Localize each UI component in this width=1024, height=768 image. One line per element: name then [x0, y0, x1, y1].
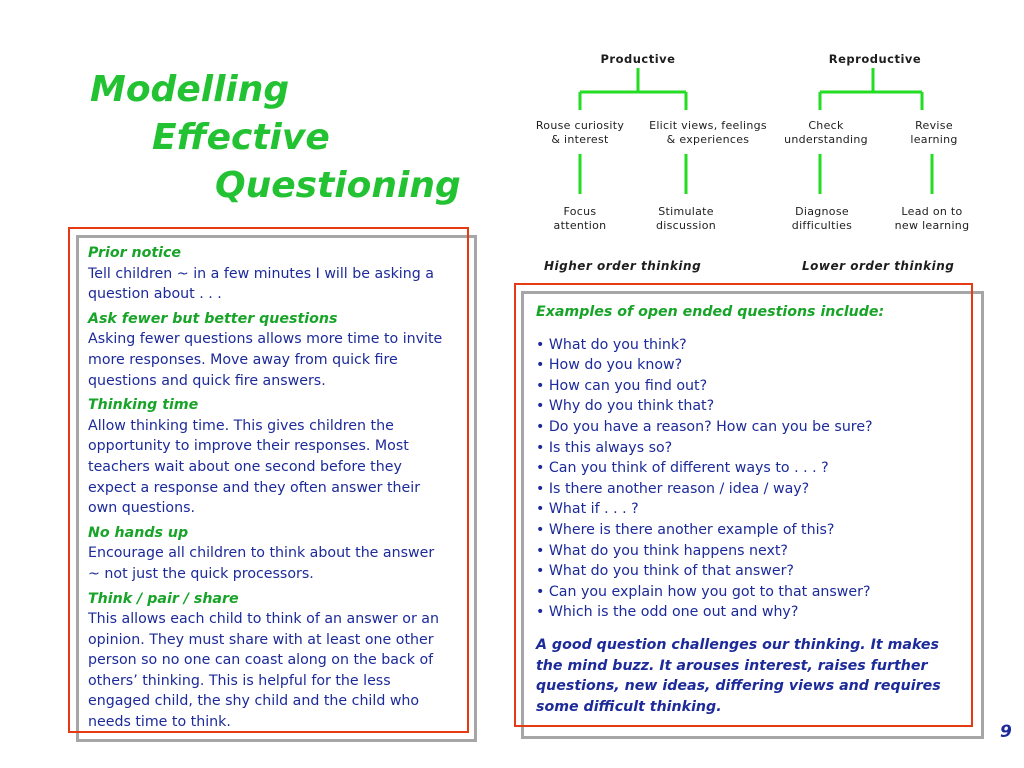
list-item: • How do you know? — [536, 357, 683, 374]
strategy-section: Think / pair / share This allows each ch… — [88, 589, 450, 733]
section-heading: Ask fewer but better questions — [88, 310, 338, 327]
list-item: • What if . . . ? — [536, 501, 639, 518]
strategy-section: Ask fewer but better questions Asking fe… — [88, 309, 450, 391]
strategy-section: Thinking time Allow thinking time. This … — [88, 395, 450, 519]
title-line-1: Modelling — [90, 69, 290, 110]
question-list: • What do you think? • How do you know? … — [536, 335, 956, 623]
title-line-3: Questioning — [215, 165, 461, 206]
title-line-2: Effective — [152, 117, 330, 158]
list-item: • Which is the odd one out and why? — [536, 604, 799, 621]
questioning-strategies-panel: Prior notice Tell children ~ in a few mi… — [88, 243, 450, 733]
list-item: • What do you think of that answer? — [536, 563, 794, 580]
section-body: This allows each child to think of an an… — [88, 611, 439, 731]
list-item: • Can you think of different ways to . .… — [536, 460, 829, 477]
lower-order-thinking-label: Lower order thinking — [802, 259, 955, 273]
list-item: • Where is there another example of this… — [536, 521, 835, 538]
branch-revise-learning: Revise learning — [910, 119, 958, 146]
reproductive-label: Reproductive — [828, 52, 922, 66]
section-body: Allow thinking time. This gives children… — [88, 417, 421, 517]
section-body: Encourage all children to think about th… — [88, 545, 435, 582]
left-panel-frame — [68, 227, 469, 733]
open-questions-panel: Examples of open ended questions include… — [536, 302, 956, 717]
list-item: • Is there another reason / idea / way? — [536, 480, 810, 497]
strategy-section: Prior notice Tell children ~ in a few mi… — [88, 243, 450, 305]
section-heading: Prior notice — [88, 245, 182, 261]
list-item: • Is this always so? — [536, 439, 673, 456]
higher-order-thinking-label: Higher order thinking — [544, 259, 702, 273]
outcome-diagnose-difficulties: Diagnose difficulties — [791, 205, 853, 232]
outcome-focus-attention: Focus attention — [553, 205, 607, 232]
list-item: • Can you explain how you got to that an… — [536, 583, 871, 600]
branch-check-understanding: Check understanding — [784, 119, 868, 146]
outcome-lead-on: Lead on to new learning — [894, 205, 970, 232]
page-number: 9 — [1000, 722, 1012, 742]
diagram-connectors — [578, 68, 934, 194]
branch-rouse-curiosity: Rouse curiosity & interest — [535, 119, 625, 146]
outcome-stimulate-discussion: Stimulate discussion — [655, 205, 716, 232]
list-item: • Why do you think that? — [536, 398, 715, 415]
right-panel-shadow — [521, 291, 984, 739]
list-item: • What do you think? — [536, 336, 687, 353]
section-body: Asking fewer questions allows more time … — [88, 331, 443, 389]
examples-heading: Examples of open ended questions include… — [536, 304, 885, 320]
section-heading: Think / pair / share — [88, 590, 239, 607]
branch-elicit-views: Elicit views, feelings & experiences — [649, 119, 767, 146]
section-heading: Thinking time — [88, 397, 199, 414]
list-item: • Do you have a reason? How can you be s… — [536, 418, 873, 435]
right-panel-frame — [514, 283, 973, 727]
list-item: • How can you find out? — [536, 377, 708, 394]
questioning-diagram: Productive Reproductive Rouse curiosity … — [520, 48, 990, 278]
left-panel-shadow — [76, 235, 477, 742]
section-heading: No hands up — [88, 524, 189, 541]
list-item: • What do you think happens next? — [536, 542, 788, 559]
productive-label: Productive — [600, 52, 676, 66]
closing-statement: A good question challenges our thinking.… — [536, 636, 941, 715]
section-body: Tell children ~ in a few minutes I will … — [88, 265, 434, 303]
strategy-section: No hands up Encourage all children to th… — [88, 523, 450, 585]
